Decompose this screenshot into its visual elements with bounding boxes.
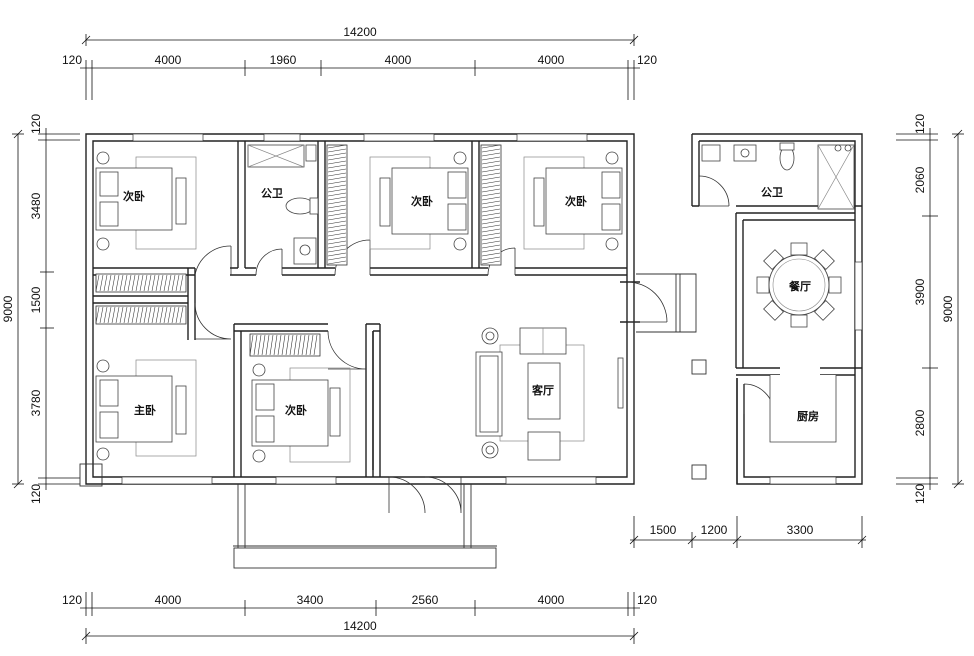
left-dimension-chain: 9000 120 3480 1500 3780 120	[1, 114, 80, 504]
bottom-dimension-chain: 120 4000 3400 2560 4000 120 14200	[62, 592, 657, 644]
room-label-bedroom-top-left: 次卧	[123, 189, 145, 203]
annex-seg-0: 1500	[650, 523, 677, 537]
annex-seg-1: 1200	[701, 523, 728, 537]
front-terrace	[233, 273, 697, 569]
annex-bottom-dimension-chain: 1500 1200 3300	[629, 516, 867, 548]
top-seg-5: 120	[637, 53, 657, 67]
annex-dining-table	[756, 242, 842, 328]
bedroom-top-left	[95, 151, 197, 251]
bottom-seg-1: 4000	[155, 593, 182, 607]
room-labels: 次卧 主卧 次卧 次卧 次卧 公卫 客厅 公卫 餐厅 厨房	[123, 186, 819, 423]
main-windows	[121, 133, 597, 485]
left-seg-1: 3480	[29, 192, 43, 219]
main-doors	[194, 239, 668, 514]
top-dimension-chain: 14200 120 4000 1960 4000 4000 120	[62, 25, 657, 100]
room-label-public-bath-main: 公卫	[261, 187, 283, 200]
room-label-kitchen: 厨房	[797, 409, 819, 423]
bottom-total-label: 14200	[343, 619, 377, 633]
bottom-seg-4: 4000	[538, 593, 565, 607]
left-seg-2: 1500	[29, 286, 43, 313]
annex-walls	[691, 133, 863, 485]
bedroom-top-middle	[369, 151, 469, 251]
living-room-furniture	[475, 327, 624, 461]
public-bath-main	[247, 144, 319, 265]
bottom-seg-2: 3400	[297, 593, 324, 607]
right-total-label: 9000	[941, 295, 955, 322]
right-seg-4: 120	[913, 484, 927, 504]
bedroom-master	[95, 359, 197, 461]
left-seg-3: 3780	[29, 389, 43, 416]
right-seg-2: 3900	[913, 278, 927, 305]
top-seg-3: 4000	[385, 53, 412, 67]
left-seg-4: 120	[29, 484, 43, 504]
right-seg-3: 2800	[913, 409, 927, 436]
bedroom-middle-bottom	[251, 363, 351, 463]
bottom-seg-0: 120	[62, 593, 82, 607]
left-total-label: 9000	[1, 295, 15, 322]
top-seg-0: 120	[62, 53, 82, 67]
room-label-public-bath-annex: 公卫	[761, 186, 783, 199]
right-seg-0: 120	[913, 114, 927, 134]
annex-kitchen	[769, 375, 837, 443]
left-seg-0: 120	[29, 114, 43, 134]
room-label-bedroom-top-right: 次卧	[565, 194, 587, 208]
bottom-seg-5: 120	[637, 593, 657, 607]
top-seg-1: 4000	[155, 53, 182, 67]
right-seg-1: 2060	[913, 166, 927, 193]
room-label-bedroom-middle: 次卧	[285, 403, 307, 417]
bottom-seg-3: 2560	[412, 593, 439, 607]
top-seg-4: 4000	[538, 53, 565, 67]
room-label-living-room: 客厅	[531, 383, 554, 397]
room-label-master-bedroom: 主卧	[134, 403, 156, 417]
room-label-dining-room: 餐厅	[788, 279, 811, 293]
top-seg-2: 1960	[270, 53, 297, 67]
top-total-label: 14200	[343, 25, 377, 39]
annex-bath-fixtures	[701, 142, 855, 210]
room-label-bedroom-top-middle: 次卧	[411, 194, 433, 208]
bedroom-top-right	[523, 151, 623, 251]
right-dimension-chain: 120 2060 3900 2800 120 9000	[896, 114, 964, 504]
closets	[95, 144, 502, 357]
annex-seg-2: 3300	[787, 523, 814, 537]
